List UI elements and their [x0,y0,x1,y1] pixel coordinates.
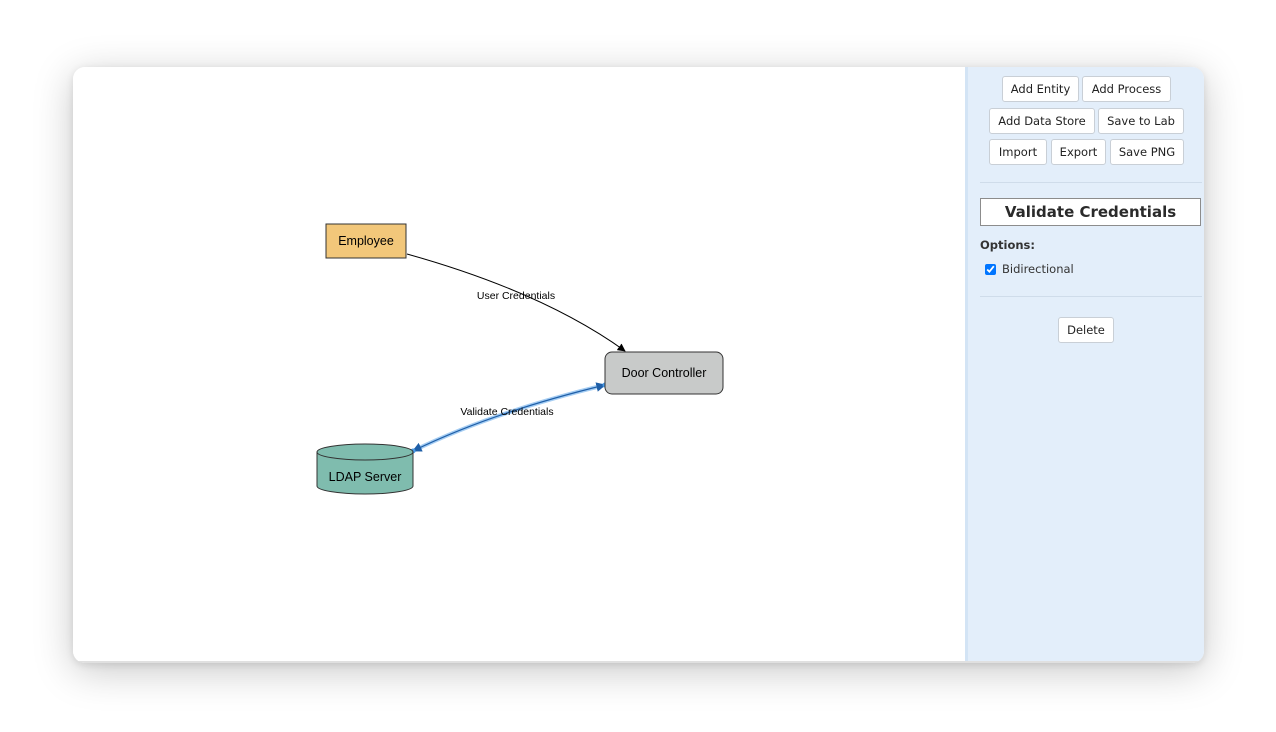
divider [980,296,1202,297]
save-png-button[interactable]: Save PNG [1110,139,1184,165]
node-ldap-server-label: LDAP Server [329,470,402,484]
flow-user-credentials[interactable]: User Credentials [406,253,626,352]
export-button[interactable]: Export [1051,139,1106,165]
node-door-controller[interactable]: Door Controller [604,351,724,395]
selection-title-input[interactable] [980,198,1201,226]
node-ldap-server-body[interactable] [316,452,414,495]
node-ldap-server-top[interactable] [316,443,414,461]
flow-validate-credentials-line[interactable] [412,382,606,452]
diagram-canvas[interactable]: User Credentials Validate Credentials Em… [73,67,965,661]
diagram-svg[interactable]: User Credentials Validate Credentials Em… [73,67,965,661]
add-entity-button[interactable]: Add Entity [1002,76,1079,102]
flow-validate-credentials[interactable]: Validate Credentials [410,382,608,454]
app-window: User Credentials Validate Credentials Em… [73,67,1204,663]
flow-user-credentials-label: User Credentials [477,290,555,302]
delete-button[interactable]: Delete [1058,317,1114,343]
add-process-button[interactable]: Add Process [1082,76,1171,102]
import-button[interactable]: Import [989,139,1047,165]
bidirectional-checkbox[interactable] [985,263,996,275]
node-ldap-server[interactable]: LDAP Server [316,443,414,495]
add-data-store-button[interactable]: Add Data Store [989,108,1095,134]
save-to-lab-button[interactable]: Save to Lab [1098,108,1184,134]
node-employee[interactable]: Employee [325,223,407,259]
bottom-border [73,661,1204,663]
divider [980,182,1202,183]
options-label: Options: [980,238,1035,252]
flow-validate-credentials-label: Validate Credentials [460,406,553,418]
bidirectional-option[interactable]: Bidirectional [985,262,1074,276]
flow-user-credentials-line[interactable] [406,253,626,352]
node-employee-label: Employee [338,234,394,248]
node-employee-box[interactable] [325,223,407,259]
properties-sidebar: Add Entity Add Process Add Data Store Sa… [965,67,1204,661]
flow-validate-credentials-highlight [412,383,606,453]
node-door-controller-box[interactable] [604,351,724,395]
node-door-controller-label: Door Controller [622,366,707,380]
bidirectional-label: Bidirectional [1002,262,1074,276]
